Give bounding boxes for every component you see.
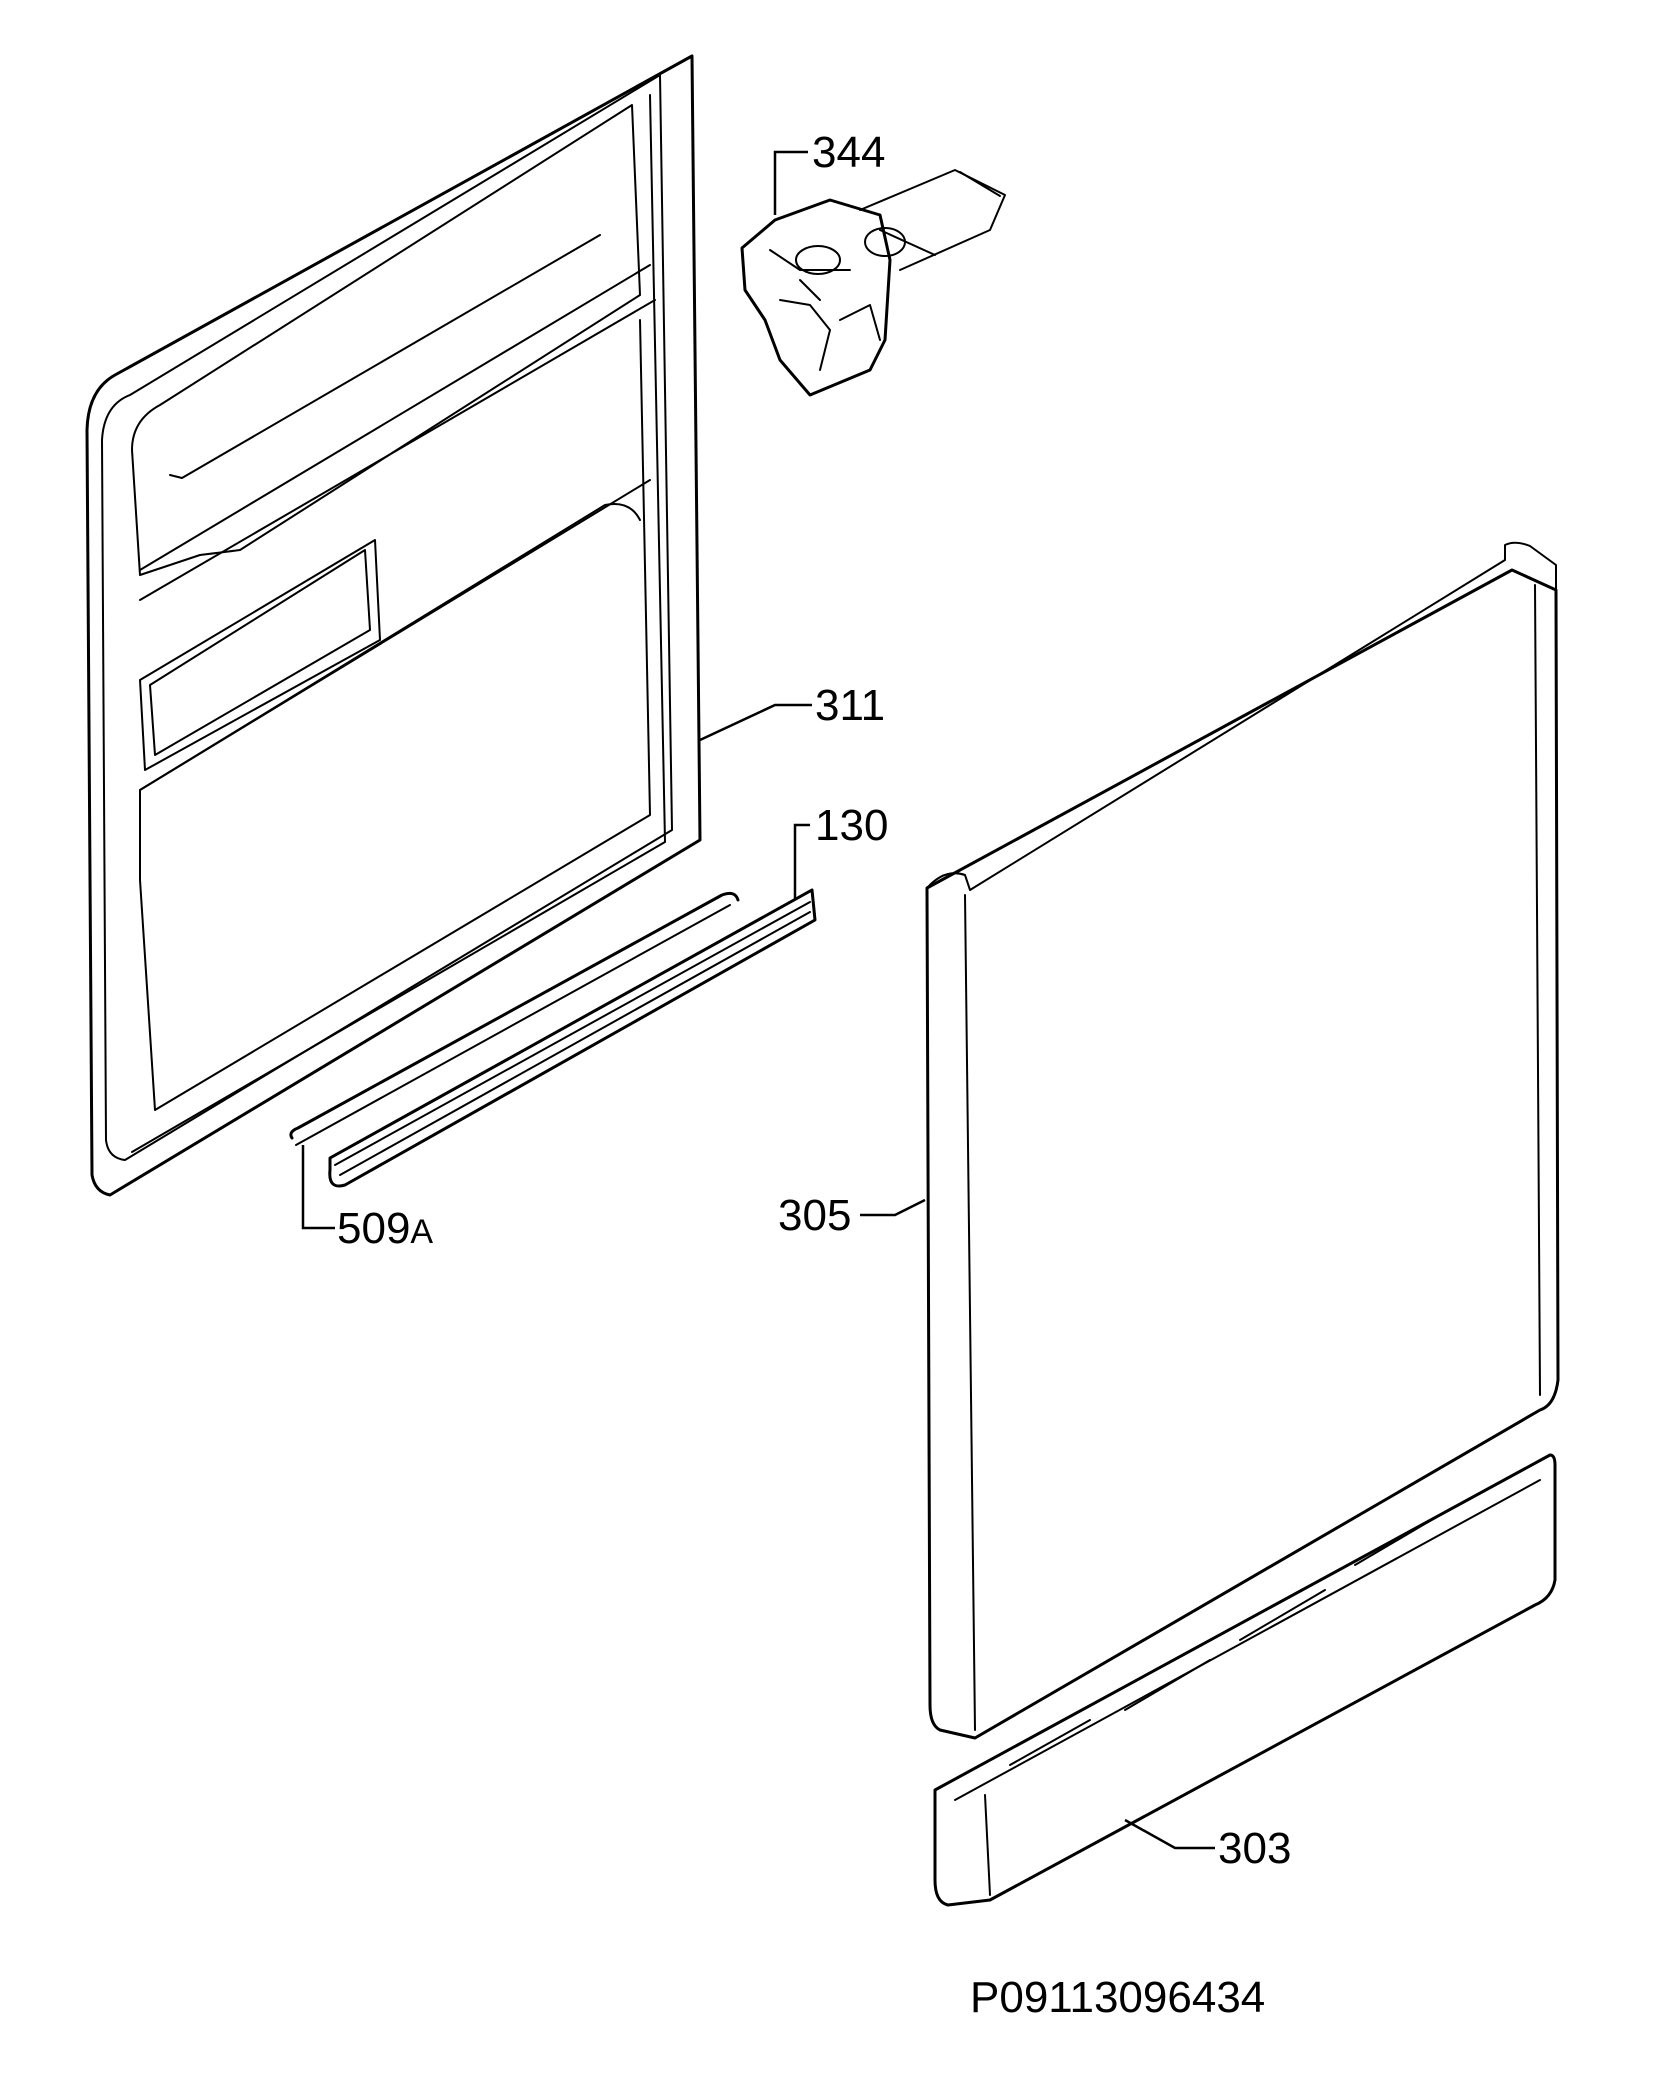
door-seal-130[interactable] (328, 888, 817, 1188)
label-509a-number: 509 (337, 1204, 410, 1253)
leader-344 (773, 150, 808, 215)
label-305: 305 (778, 1191, 851, 1240)
hinge-wire-509a[interactable] (289, 891, 740, 1146)
label-344: 344 (812, 128, 885, 177)
label-311: 311 (815, 681, 885, 730)
leader-130 (793, 823, 810, 900)
bottom-trim-303[interactable] (933, 1453, 1557, 1907)
inner-door-panel-311[interactable] (85, 54, 702, 1197)
label-303: 303 (1218, 1824, 1291, 1873)
leader-303 (1124, 1818, 1215, 1850)
outer-door-panel-305[interactable] (925, 541, 1560, 1740)
door-lock-344[interactable] (740, 169, 1006, 397)
drawing-reference-number: P09113096434 (970, 1973, 1265, 2022)
label-509a-suffix: A (410, 1213, 433, 1251)
label-130: 130 (815, 801, 888, 850)
leader-509a (301, 1145, 335, 1230)
leader-305 (860, 1198, 926, 1217)
label-509a: 509A (337, 1204, 433, 1253)
leader-311 (699, 703, 812, 742)
